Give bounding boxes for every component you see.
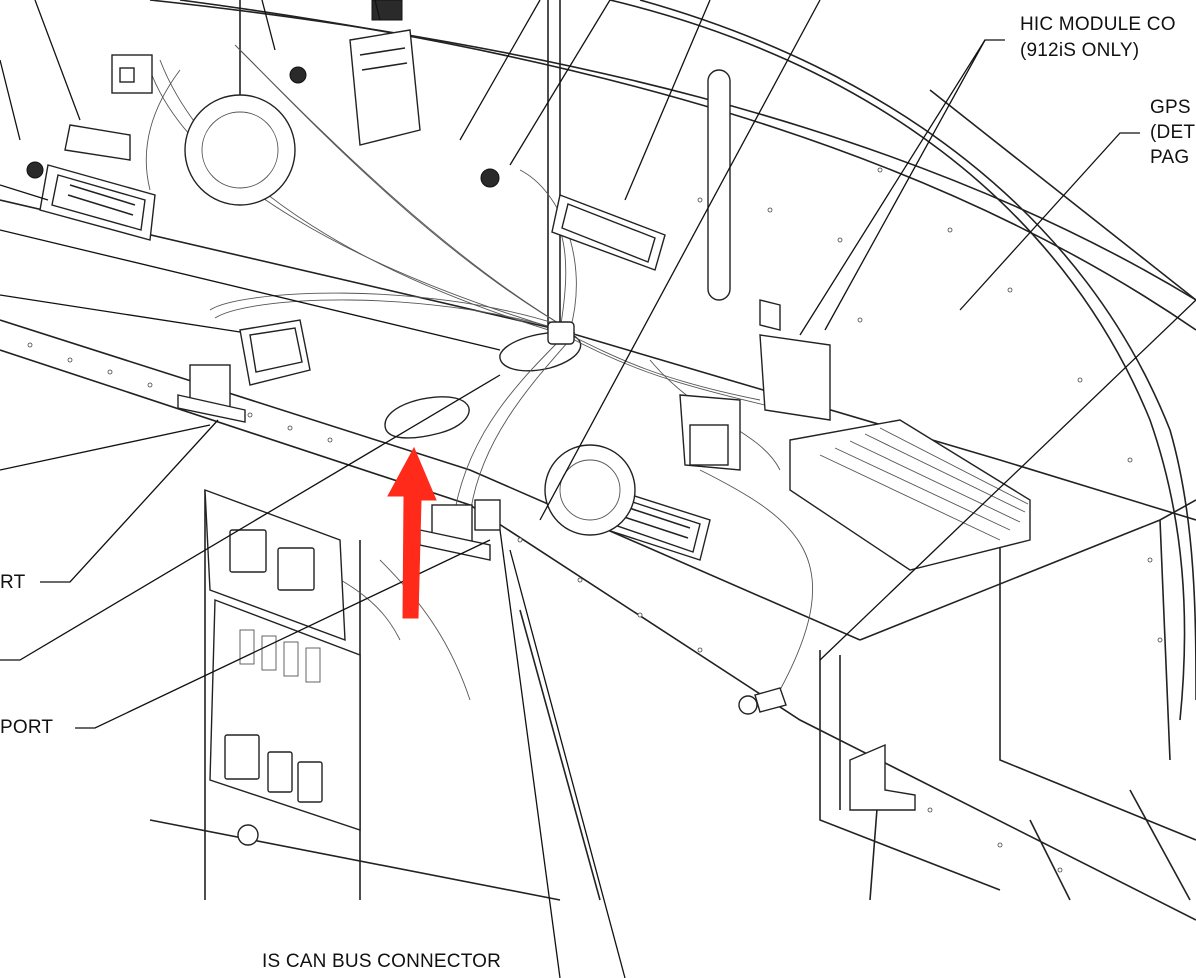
switch-panel [204, 488, 361, 846]
rivet-holes [27, 167, 1163, 873]
can-bus-connector-callout: IS CAN BUS CONNECTOR [262, 951, 502, 972]
deck-slots [384, 69, 731, 439]
fan-units [184, 94, 636, 536]
gps-callout-line1: GPS [1150, 97, 1191, 118]
deck-plate [0, 199, 1196, 921]
mount-bracket [849, 743, 916, 811]
hic-module-callout-line1: HIC MODULE CO [1020, 14, 1176, 35]
wire-harness [145, 44, 814, 701]
can-bus-connector [419, 499, 501, 561]
dsub-connector-right [480, 168, 666, 271]
ecu-module [289, 0, 421, 146]
left-callout-port: PORT [0, 717, 54, 738]
dsub-connector-left [26, 161, 156, 241]
left-callout-rt: RT [0, 572, 26, 593]
cooling-fins [789, 419, 1031, 571]
lower-structure [149, 0, 1191, 901]
red-direction-arrow [387, 446, 437, 619]
gps-callout-line2: (DET [1150, 122, 1196, 143]
gps-connector [738, 687, 787, 715]
dsub-connector-center [177, 319, 311, 423]
dsub-connector-upper [64, 54, 153, 161]
gps-callout-line3: PAG [1150, 147, 1190, 168]
hic-module-callout-line2: (912iS ONLY) [1020, 40, 1140, 61]
panel-arc [149, 0, 1196, 721]
hic-module [679, 299, 831, 471]
